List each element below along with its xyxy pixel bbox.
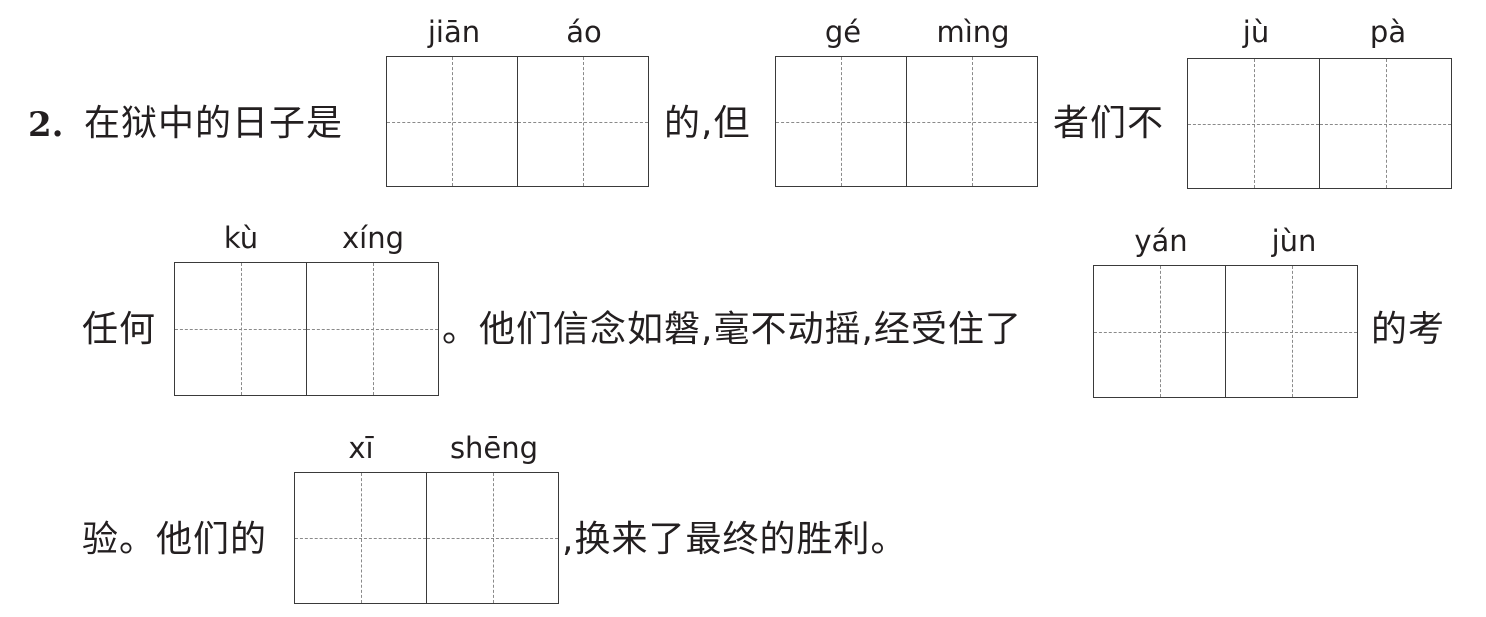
pinyin-label: xíng xyxy=(341,221,405,255)
pinyin-label: xī xyxy=(348,431,374,465)
writing-box-ku-xing[interactable] xyxy=(174,262,439,396)
sentence-text: 任何 xyxy=(82,309,157,350)
character-cell[interactable] xyxy=(906,57,1037,186)
writing-box-yan-jun[interactable] xyxy=(1093,265,1358,398)
sentence-text: 在狱中的日子是 xyxy=(84,103,344,144)
sentence-text: 的,但 xyxy=(664,103,751,144)
pinyin-label: mìng xyxy=(936,15,1010,49)
character-cell[interactable] xyxy=(387,57,517,186)
writing-box-jian-ao[interactable] xyxy=(386,56,649,187)
pinyin-label: yán xyxy=(1134,224,1188,258)
writing-box-xi-sheng[interactable] xyxy=(294,472,559,604)
question-number: 2. xyxy=(28,105,64,145)
character-cell[interactable] xyxy=(776,57,906,186)
pinyin-label: shēng xyxy=(449,431,539,465)
pinyin-label: gé xyxy=(824,15,862,49)
sentence-text: 的考 xyxy=(1371,309,1446,350)
pinyin-label: kù xyxy=(223,221,259,255)
character-cell[interactable] xyxy=(426,473,558,603)
sentence-text: 者们不 xyxy=(1053,103,1165,144)
pinyin-label: jù xyxy=(1242,15,1270,49)
sentence-text: 验。他们的 xyxy=(82,519,268,560)
character-cell[interactable] xyxy=(1188,59,1319,188)
character-cell[interactable] xyxy=(1094,266,1225,397)
sentence-text: 。他们信念如磐,毫不动摇,经受住了 xyxy=(442,309,1022,350)
character-cell[interactable] xyxy=(175,263,306,395)
pinyin-label: jùn xyxy=(1271,224,1317,258)
pinyin-label: pà xyxy=(1369,15,1407,49)
character-cell[interactable] xyxy=(517,57,648,186)
character-cell[interactable] xyxy=(295,473,426,603)
pinyin-label: áo xyxy=(566,15,602,49)
writing-box-ju-pa[interactable] xyxy=(1187,58,1452,189)
character-cell[interactable] xyxy=(1225,266,1357,397)
character-cell[interactable] xyxy=(306,263,438,395)
pinyin-label: jiān xyxy=(427,15,481,49)
writing-box-ge-ming[interactable] xyxy=(775,56,1038,187)
sentence-text: ,换来了最终的胜利。 xyxy=(562,519,908,560)
character-cell[interactable] xyxy=(1319,59,1451,188)
